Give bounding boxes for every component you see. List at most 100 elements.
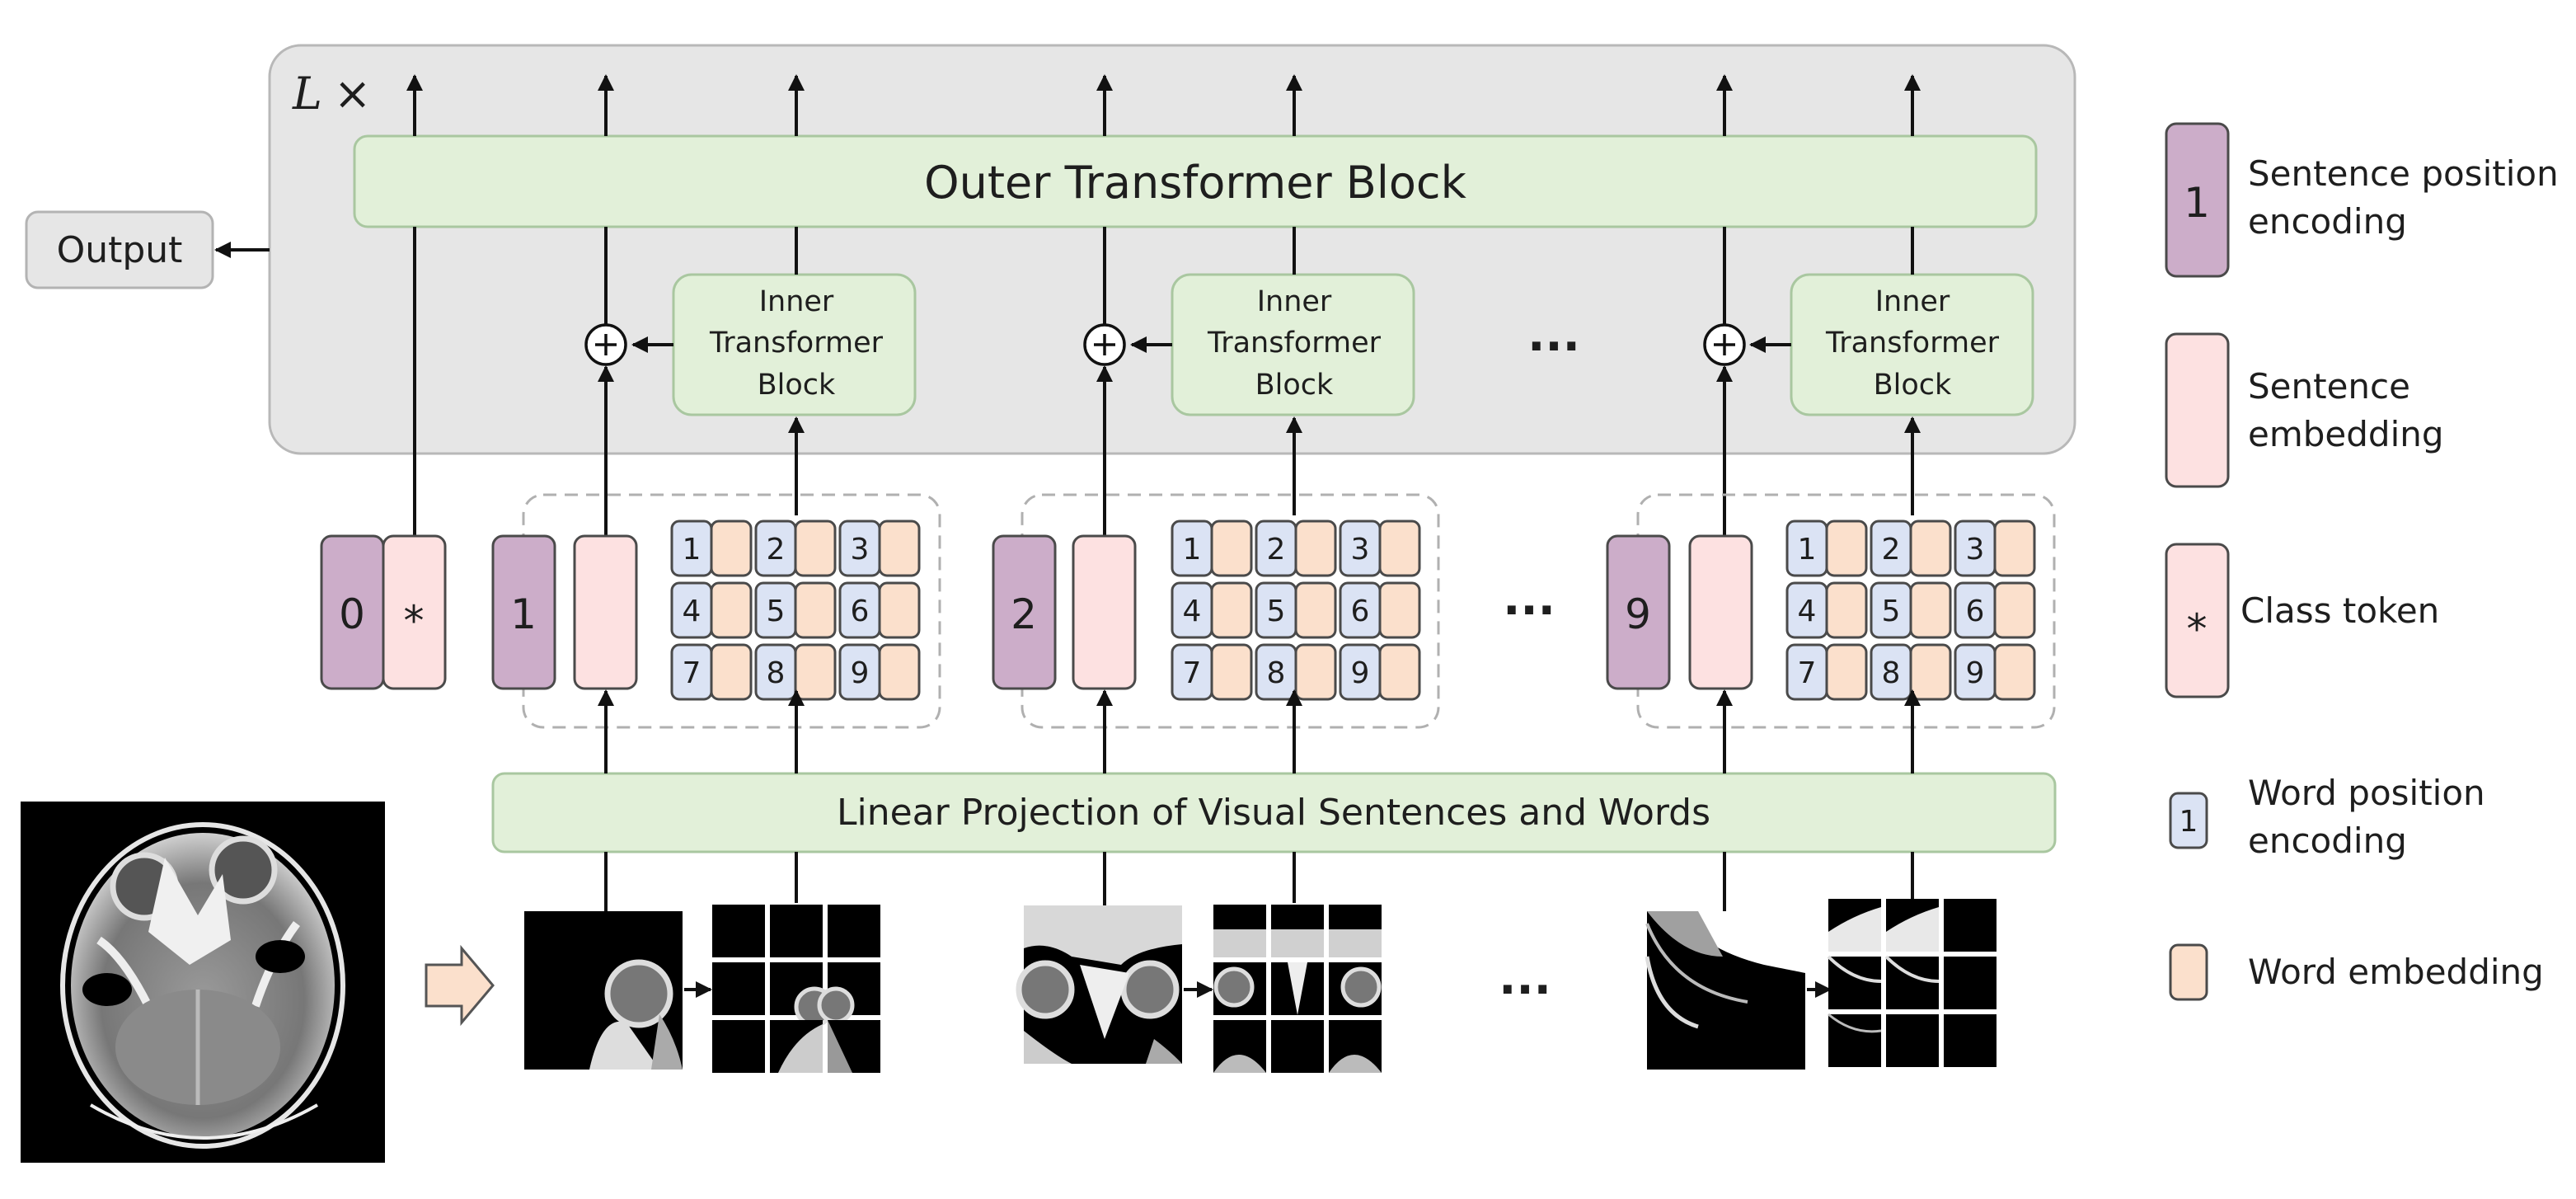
word-position-label: 7: [683, 656, 701, 690]
word-patch-detail: [817, 986, 855, 1024]
svg-text:1: 1: [510, 590, 537, 638]
svg-text:Sentence position: Sentence position: [2248, 153, 2559, 194]
word-patch-detail: [828, 1020, 852, 1073]
word-embedding-cell: [1210, 520, 1253, 577]
word-embedding-cell: [1909, 643, 1952, 701]
word-position-label: 1: [1798, 533, 1817, 567]
inner-transformer-block-1: Inner Transformer Block: [672, 273, 917, 416]
svg-text:Block: Block: [1874, 369, 1952, 402]
sentence-group-1-outline: [522, 493, 941, 729]
word-patch: [770, 905, 823, 957]
word-embedding-cell: [1294, 581, 1337, 639]
class-token: [382, 534, 447, 690]
word-embedding-cell: [878, 581, 921, 639]
svg-text:Inner: Inner: [1257, 285, 1332, 318]
word-patch-detail: [1886, 907, 1939, 952]
word-patches-2: [1213, 905, 1382, 1073]
word-patch-detail: [1329, 1055, 1382, 1073]
word-patch-detail: [1340, 966, 1382, 1008]
word-embedding-cell: [794, 520, 837, 577]
word-position-label: 4: [683, 595, 701, 628]
sentence-token-2: 2: [992, 534, 1137, 690]
word-patch: [1944, 1014, 1997, 1067]
word-position-label: 6: [1966, 595, 1985, 628]
word-position-label: 3: [1966, 533, 1985, 567]
word-position-label: 9: [1351, 656, 1370, 690]
legend: 1 Sentence position encoding Sentence em…: [2165, 122, 2559, 1001]
word-embedding-cell: [710, 520, 753, 577]
word-embedding-cell: [878, 643, 921, 701]
sum-nodes: [584, 227, 1791, 366]
word-position-label: 3: [851, 533, 870, 567]
word-patch-detail: [1329, 929, 1382, 957]
svg-text:Inner: Inner: [1875, 285, 1950, 318]
word-position-label: 4: [1183, 595, 1202, 628]
legend-word-position: 1 Word position encoding: [2169, 773, 2485, 861]
word-patch: [1828, 1014, 1881, 1067]
legend-sentence-embedding: Sentence embedding: [2165, 332, 2444, 488]
sentence-group-2-outline: [1021, 493, 1440, 729]
word-patch-detail: [1213, 1055, 1266, 1073]
word-position-label: 7: [1798, 656, 1817, 690]
word-position-label: 8: [1882, 656, 1901, 690]
svg-text:Class token: Class token: [2241, 590, 2439, 631]
word-patch-detail: [1288, 962, 1307, 1015]
word-embedding-cell: [710, 581, 753, 639]
svg-text:0: 0: [339, 590, 365, 638]
output-label: Output: [57, 229, 183, 271]
word-patches-9: [1827, 899, 1997, 1067]
word-patch: [712, 905, 765, 957]
word-patch-detail: [1213, 966, 1255, 1008]
svg-text:Inner: Inner: [759, 285, 834, 318]
word-position-label: 2: [767, 533, 786, 567]
word-embedding-cell: [1993, 581, 2036, 639]
svg-text:Sentence: Sentence: [2248, 366, 2410, 407]
legend-class-token: * Class token: [2165, 543, 2439, 698]
word-patch-detail: [1271, 929, 1324, 957]
svg-text:*: *: [2187, 605, 2208, 653]
inner-transformer-block-2: Inner Transformer Block: [1171, 273, 1415, 416]
sentence-patch-9: [1645, 911, 1805, 1070]
word-patch: [1886, 1014, 1939, 1067]
word-patch: [1271, 1020, 1324, 1073]
legend-word-embedding: Word embedding: [2169, 943, 2544, 1001]
word-position-label: 9: [1966, 656, 1985, 690]
word-patch-detail: [1828, 907, 1881, 952]
word-patch: [1944, 957, 1997, 1009]
svg-text:2: 2: [1011, 590, 1037, 638]
word-position-label: 1: [1183, 533, 1202, 567]
word-position-label: 7: [1183, 656, 1202, 690]
inner-transformer-block-3: Inner Transformer Block: [1790, 273, 2034, 416]
word-patch-detail: [1827, 955, 1882, 983]
word-patch: [828, 905, 880, 957]
outer-output-arrows: [406, 74, 1921, 136]
word-embedding-cell: [1993, 520, 2036, 577]
word-position-label: 5: [767, 595, 786, 628]
word-position-label: 8: [767, 656, 786, 690]
token-to-block-lines: [413, 227, 1921, 536]
svg-text:encoding: encoding: [2248, 820, 2407, 861]
svg-text:Word position: Word position: [2248, 773, 2485, 813]
word-embedding-cell: [878, 520, 921, 577]
output-box: [25, 210, 214, 289]
word-embedding-cell: [1378, 643, 1421, 701]
projection-to-token-lines: [598, 689, 1921, 773]
outer-transformer-block: [353, 134, 2038, 228]
word-embedding-cell: [1210, 643, 1253, 701]
linear-projection-block: [491, 772, 2057, 853]
word-embedding-cell: [794, 581, 837, 639]
svg-text:*: *: [404, 597, 425, 645]
svg-text:Transformer: Transformer: [1825, 327, 2000, 360]
word-embedding-cell: [1294, 643, 1337, 701]
inner-ellipsis: ...: [1527, 308, 1580, 362]
svg-text:embedding: embedding: [2248, 414, 2444, 454]
patch-ellipsis: ...: [1499, 952, 1551, 1005]
word-position-label: 1: [683, 533, 701, 567]
word-embedding-cell: [1378, 581, 1421, 639]
word-position-label: 6: [1351, 595, 1370, 628]
sentence-patch-2: [1016, 905, 1182, 1064]
